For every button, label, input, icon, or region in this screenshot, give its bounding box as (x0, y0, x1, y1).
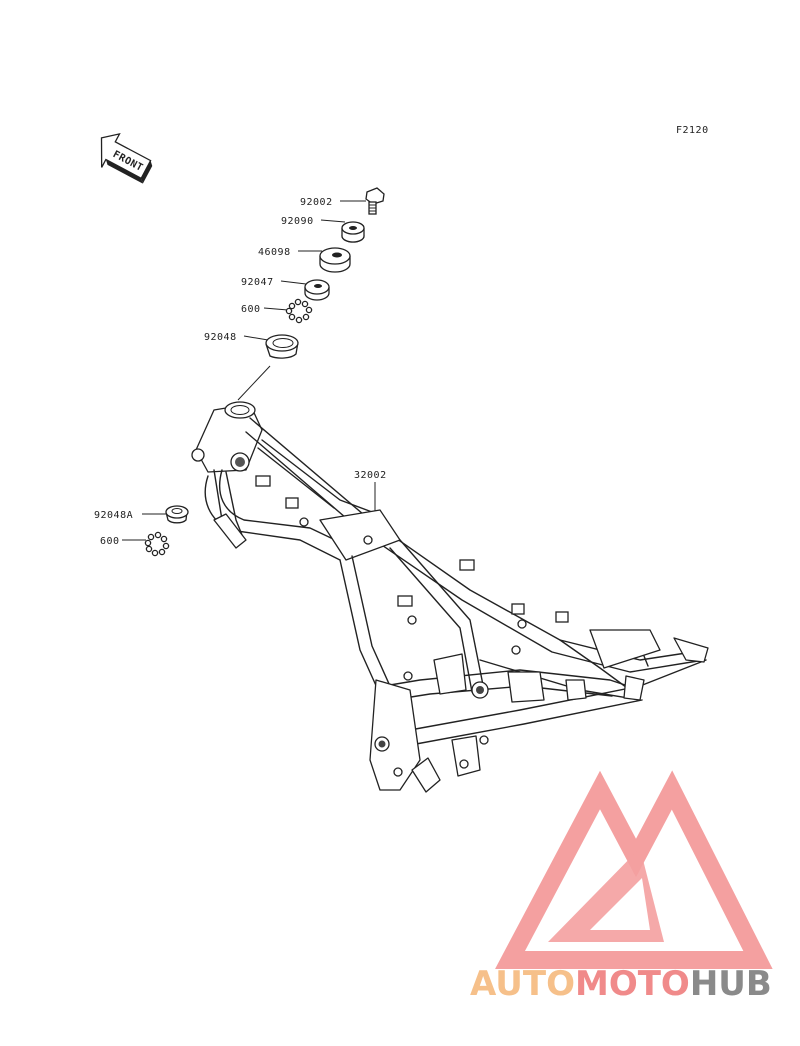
part-label: 92048 (204, 332, 237, 343)
part-label: 32002 (354, 470, 387, 481)
steel-balls-icon (144, 531, 170, 557)
part-label: 600 (100, 536, 120, 547)
race-92048-icon (265, 334, 299, 359)
watermark-hub: HUB (690, 964, 772, 1004)
watermark-auto: AUTO (470, 964, 575, 1004)
brand-logo-icon (495, 770, 773, 969)
part-label: 92090 (281, 216, 314, 227)
part-label: 46098 (258, 247, 291, 258)
nut-92090-icon (341, 221, 365, 243)
front-arrow-icon: FRONT (100, 132, 153, 184)
rubber-46098-icon (319, 247, 351, 273)
steel-balls-icon (285, 298, 313, 324)
part-label: 600 (241, 304, 261, 315)
part-label: 92002 (300, 197, 333, 208)
figure-code: F2120 (676, 125, 709, 136)
part-label: 92048A (94, 510, 133, 521)
frame-32002-drawing (191, 401, 709, 793)
race-92048a-icon (165, 505, 189, 524)
watermark-moto: MOTO (575, 964, 690, 1004)
washer-92047-icon (304, 279, 330, 301)
watermark-text: AUTOMOTOHUB (470, 964, 772, 1004)
bolt-92002-icon (365, 187, 385, 215)
part-label: 92047 (241, 277, 274, 288)
